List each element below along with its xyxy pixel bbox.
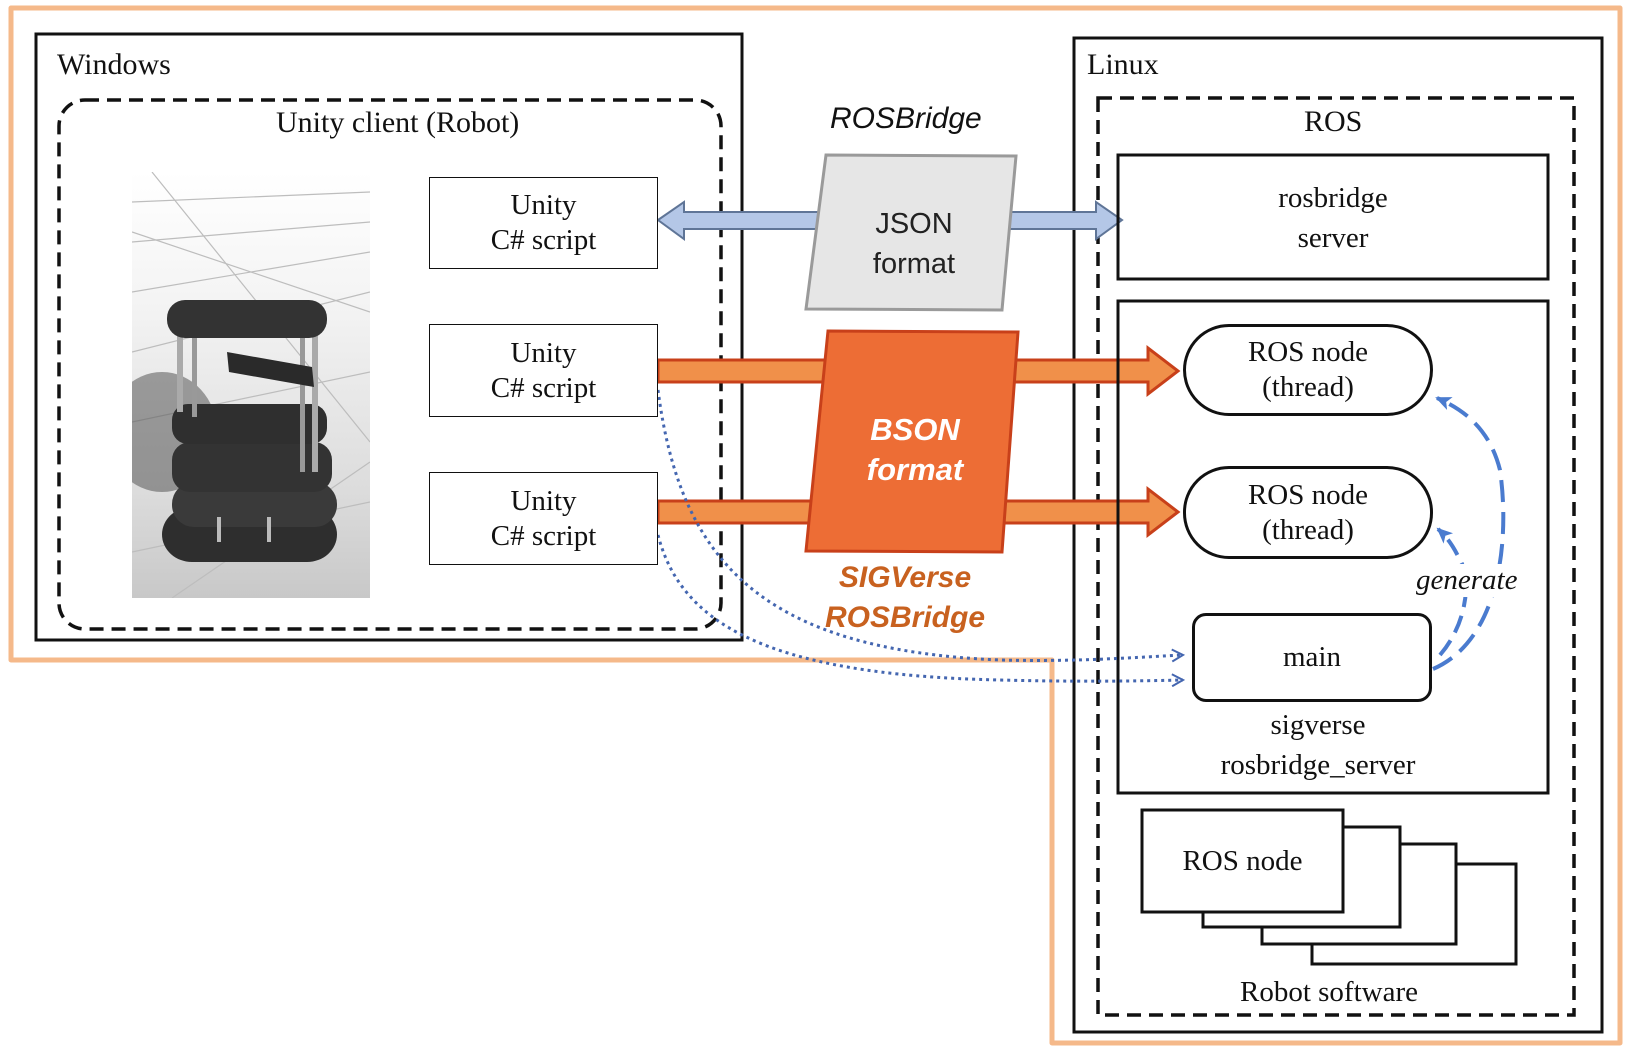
windows-box bbox=[34, 32, 744, 642]
json-arrow-right bbox=[1003, 200, 1124, 241]
json-arrow-left bbox=[656, 200, 831, 241]
rosbridge-server-box bbox=[1116, 153, 1550, 281]
bson-line2: format bbox=[866, 452, 964, 487]
ros-node-thread-1: ROS node (thread) bbox=[1183, 324, 1433, 416]
sigverse-line1: SIGVerse bbox=[838, 561, 972, 594]
turtlebot-robot-icon bbox=[132, 172, 370, 598]
unity-script-3-line1: Unity bbox=[510, 484, 577, 517]
robot-ros-node-label: ROS node bbox=[1182, 845, 1303, 877]
sigverse-server-caption: sigverse rosbridge_server bbox=[1118, 705, 1518, 785]
unity-client-title: Unity client (Robot) bbox=[276, 106, 520, 139]
robot-image bbox=[132, 172, 370, 598]
unity-script-2-line1: Unity bbox=[510, 336, 577, 369]
sigverse-rosbridge-server-box bbox=[1116, 299, 1550, 795]
bson-line1: BSON bbox=[870, 412, 960, 447]
unity-script-box-2: Unity C# script bbox=[429, 324, 658, 417]
unity-script-box-3: Unity C# script bbox=[429, 472, 658, 565]
unity-script-3-line2: C# script bbox=[490, 519, 597, 552]
main-label: main bbox=[1283, 641, 1341, 674]
unity-script-box-1: Unity C# script bbox=[429, 177, 658, 269]
sigverse-line2: ROSBridge bbox=[824, 601, 986, 634]
generate-arrow-to-node1 bbox=[1432, 396, 1506, 671]
bson-format-box bbox=[804, 329, 1020, 554]
ros-node-1-line2: (thread) bbox=[1262, 371, 1354, 403]
sigverse-caption-line2: rosbridge_server bbox=[1220, 749, 1416, 781]
dotted-link-script2-main bbox=[656, 389, 1183, 660]
unity-script-1-line2: C# script bbox=[490, 224, 597, 256]
json-format-box bbox=[804, 153, 1018, 312]
json-line1: JSON bbox=[875, 208, 953, 240]
rosbridge-server-line2: server bbox=[1297, 222, 1369, 254]
ros-node-thread-2: ROS node (thread) bbox=[1183, 466, 1433, 559]
unity-script-1-line1: Unity bbox=[510, 189, 577, 222]
robot-software-caption: Robot software bbox=[1240, 976, 1418, 1008]
json-line2: format bbox=[872, 248, 956, 280]
sigverse-scope-outline bbox=[8, 5, 1623, 1046]
json-format-text: JSON format bbox=[866, 204, 962, 284]
sigverse-caption-line1: sigverse bbox=[1270, 709, 1366, 741]
rosbridge-label: ROSBridge bbox=[830, 102, 982, 135]
unity-script-2-line2: C# script bbox=[490, 371, 597, 404]
generate-arrow-to-node2 bbox=[1436, 527, 1468, 657]
generate-label: generate bbox=[1414, 564, 1520, 597]
ros-box bbox=[1096, 96, 1576, 1017]
main-box: main bbox=[1192, 613, 1432, 702]
bson-format-text: BSON format bbox=[850, 410, 980, 490]
linux-title: Linux bbox=[1087, 48, 1159, 81]
ros-node-2-line1: ROS node bbox=[1247, 478, 1369, 511]
ros-title: ROS bbox=[1304, 105, 1363, 138]
ros-node-2-line2: (thread) bbox=[1262, 513, 1354, 546]
sigverse-rosbridge-label: SIGVerse ROSBridge bbox=[810, 558, 1000, 638]
ros-node-1-line1: ROS node bbox=[1247, 336, 1369, 369]
ros-node-stack-1 bbox=[1140, 808, 1345, 914]
rosbridge-server-line1: rosbridge bbox=[1278, 182, 1388, 214]
rosbridge-server-text: rosbridge server bbox=[1118, 178, 1548, 258]
linux-box bbox=[1072, 36, 1604, 1034]
windows-title: Windows bbox=[57, 48, 171, 81]
